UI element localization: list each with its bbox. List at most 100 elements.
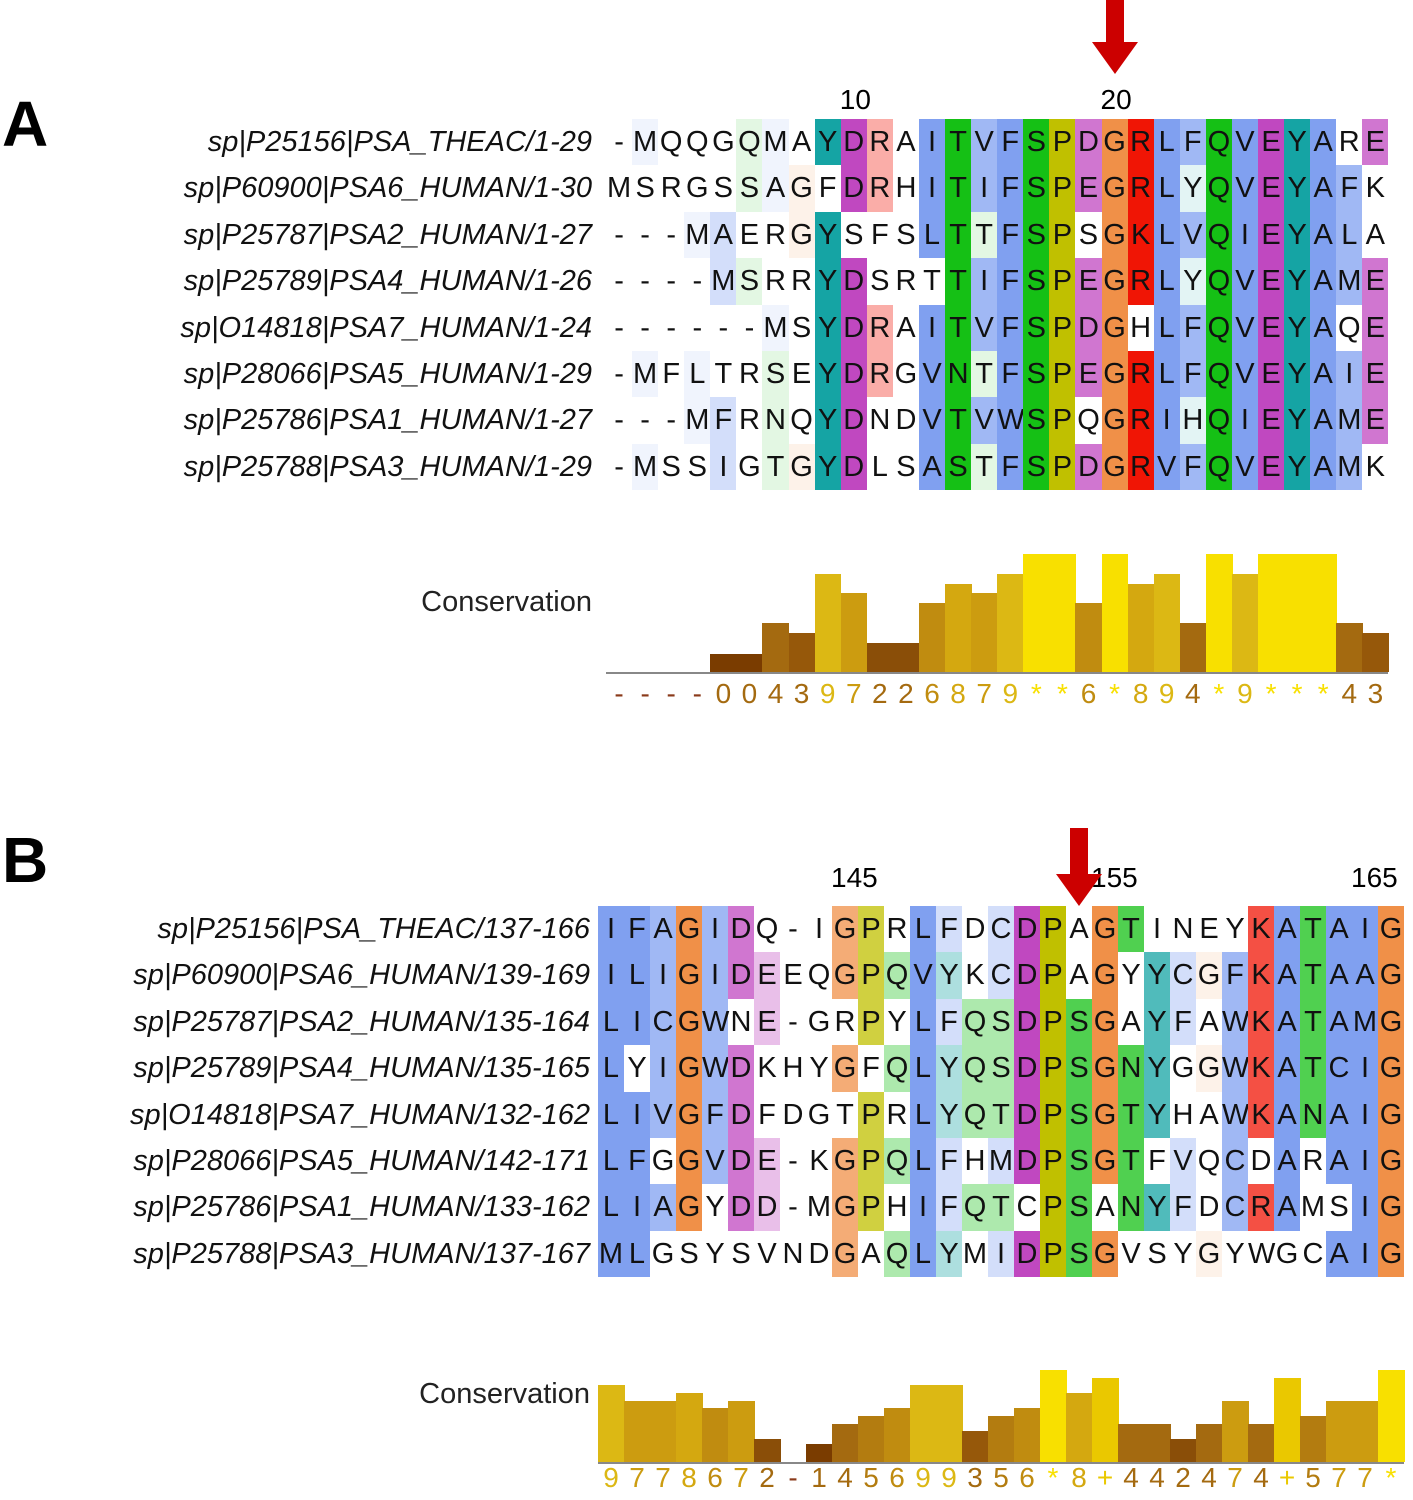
residue-cell: G bbox=[832, 1230, 858, 1278]
conservation-bar bbox=[1040, 1370, 1067, 1462]
residue-cell: G bbox=[676, 1045, 702, 1092]
conservation-bar bbox=[858, 1416, 885, 1462]
residue-cell: G bbox=[832, 952, 858, 999]
residue-cell: M bbox=[1300, 1191, 1326, 1224]
residue-cell: V bbox=[1179, 211, 1206, 259]
residue-cell: D bbox=[840, 351, 867, 398]
residue-cell: I bbox=[918, 304, 946, 351]
residue-cell: Y bbox=[1144, 998, 1170, 1046]
residue-cell: V bbox=[1153, 443, 1180, 491]
residue-cell: V bbox=[971, 119, 998, 166]
sequence-name: sp|O14818|PSA7_HUMAN/1-24 bbox=[180, 311, 592, 344]
residue-cell: A bbox=[650, 1184, 676, 1231]
conservation-bar bbox=[1075, 603, 1103, 672]
conservation-score: 6 bbox=[1080, 678, 1097, 709]
conservation-bar bbox=[1196, 1423, 1223, 1462]
residue-cell: G bbox=[1092, 952, 1118, 999]
residue-cell: F bbox=[624, 906, 650, 953]
residue-cell: A bbox=[1274, 906, 1300, 953]
conservation-baseline bbox=[606, 672, 1389, 674]
residue-cell: G bbox=[1101, 258, 1128, 305]
residue-cell: - bbox=[614, 265, 624, 298]
residue-cell: - bbox=[614, 404, 624, 437]
residue-cell: - bbox=[640, 311, 650, 344]
residue-cell: S bbox=[870, 265, 890, 298]
residue-cell: E bbox=[1258, 258, 1285, 305]
residue-cell: F bbox=[1222, 952, 1248, 999]
residue-cell: L bbox=[910, 998, 936, 1046]
residue-cell: V bbox=[918, 397, 946, 444]
residue-cell: S bbox=[988, 1045, 1014, 1092]
residue-cell: A bbox=[1274, 1184, 1300, 1231]
residue-cell: P bbox=[1049, 119, 1076, 166]
panel-label: A bbox=[2, 88, 49, 160]
residue-cell: T bbox=[1300, 906, 1326, 953]
sequence-name: sp|P25787|PSA2_HUMAN/135-164 bbox=[133, 1005, 590, 1038]
residue-cell: Q bbox=[884, 1045, 910, 1092]
residue-cell: R bbox=[1127, 165, 1154, 212]
residue-cell: F bbox=[936, 1138, 962, 1185]
conservation-bar bbox=[988, 1416, 1015, 1462]
conservation-score: - bbox=[788, 1462, 798, 1493]
residue-cell: D bbox=[1014, 1091, 1040, 1138]
residue-cell: M bbox=[684, 211, 711, 259]
residue-cell: G bbox=[1101, 443, 1128, 491]
residue-cell: - bbox=[666, 311, 677, 344]
residue-cell: R bbox=[738, 358, 760, 390]
residue-cell: T bbox=[714, 358, 733, 390]
residue-cell: D bbox=[1014, 1138, 1040, 1185]
residue-cell: K bbox=[965, 959, 985, 992]
residue-cell: C bbox=[1170, 952, 1196, 999]
residue-cell: G bbox=[1101, 119, 1128, 166]
sequence-name: sp|P25786|PSA1_HUMAN/1-27 bbox=[183, 404, 592, 437]
residue-cell: S bbox=[1078, 218, 1099, 251]
residue-cell: G bbox=[676, 1091, 702, 1138]
conservation-bar bbox=[840, 593, 868, 672]
residue-cell: D bbox=[1075, 304, 1102, 351]
residue-cell: R bbox=[866, 165, 893, 212]
sequence-name: sp|P25789|PSA4_HUMAN/135-165 bbox=[133, 1052, 590, 1085]
conservation-score: 7 bbox=[733, 1462, 749, 1493]
residue-cell: Q bbox=[1197, 1145, 1221, 1177]
residue-cell: Q bbox=[1205, 119, 1232, 166]
residue-cell: S bbox=[1066, 1184, 1092, 1231]
residue-cell: I bbox=[1352, 1230, 1378, 1278]
residue-cell: V bbox=[650, 1091, 676, 1138]
conservation-score: 7 bbox=[1227, 1462, 1243, 1493]
conservation-bar bbox=[1326, 1400, 1353, 1462]
conservation-score: 0 bbox=[715, 678, 732, 709]
residue-cell: L bbox=[910, 1091, 936, 1138]
residue-cell: G bbox=[1092, 1045, 1118, 1092]
conservation-bar bbox=[788, 632, 816, 672]
residue-cell: S bbox=[1023, 443, 1050, 491]
residue-cell: F bbox=[758, 1098, 776, 1131]
residue-cell: L bbox=[1153, 351, 1180, 398]
residue-cell: N bbox=[1118, 1184, 1144, 1231]
conservation-score: 9 bbox=[603, 1462, 619, 1493]
conservation-bar bbox=[918, 603, 946, 672]
residue-cell: G bbox=[1101, 304, 1128, 351]
conservation-bar bbox=[710, 654, 737, 672]
conservation-score: 3 bbox=[967, 1462, 983, 1493]
residue-cell: L bbox=[598, 1045, 624, 1092]
residue-cell: G bbox=[1092, 906, 1118, 953]
conservation-bar bbox=[971, 593, 998, 672]
sequence-name: sp|P25156|PSA_THEAC/137-166 bbox=[157, 913, 590, 945]
residue-cell: G bbox=[788, 165, 815, 212]
residue-cell: F bbox=[862, 1052, 880, 1085]
residue-cell: G bbox=[1378, 952, 1404, 999]
residue-cell: G bbox=[1171, 1052, 1195, 1085]
residue-cell: T bbox=[1118, 1091, 1144, 1138]
residue-cell: I bbox=[1231, 211, 1258, 259]
residue-cell: L bbox=[598, 998, 624, 1046]
residue-cell: F bbox=[997, 351, 1024, 398]
conservation-score: 7 bbox=[655, 1462, 671, 1493]
residue-cell: V bbox=[971, 304, 998, 351]
conservation-score: * bbox=[1291, 678, 1303, 709]
sequence-name: sp|P25787|PSA2_HUMAN/1-27 bbox=[183, 218, 592, 251]
conservation-bar bbox=[1231, 573, 1259, 672]
residue-cell: S bbox=[1066, 1091, 1092, 1138]
residue-cell: R bbox=[1338, 126, 1360, 158]
residue-cell: P bbox=[1049, 443, 1076, 491]
conservation-bar bbox=[1023, 554, 1050, 672]
